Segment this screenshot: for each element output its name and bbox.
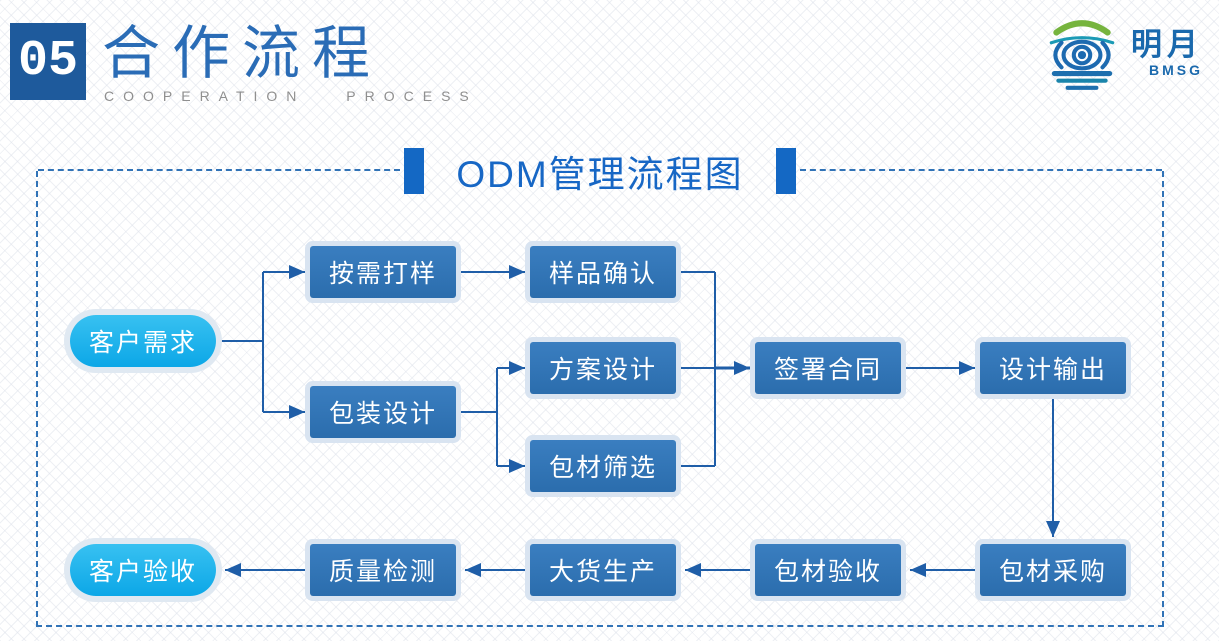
- frame-top-border-left: [38, 169, 400, 171]
- flow-node-sign-contract: 签署合同: [755, 342, 901, 394]
- section-number: 05: [17, 33, 78, 90]
- flow-node-material-acceptance: 包材验收: [755, 544, 901, 596]
- title-right-bar: [775, 148, 796, 194]
- flow-node-quality-inspection: 质量检测: [310, 544, 456, 596]
- logo-company-name: 明月: [1131, 27, 1203, 62]
- flow-diagram-frame: ODM管理流程图: [36, 148, 1164, 627]
- flow-node-design-output: 设计输出: [980, 342, 1126, 394]
- section-number-box: 05: [10, 23, 86, 100]
- logo-text: 明月 BMSG: [1131, 29, 1203, 77]
- flow-node-customer-acceptance: 客户验收: [70, 544, 216, 596]
- logo-emblem-icon: [1049, 20, 1115, 90]
- diagram-title: ODM管理流程图: [38, 144, 1162, 198]
- flow-node-material-screening: 包材筛选: [530, 440, 676, 492]
- company-logo: 明月 BMSG: [1041, 12, 1203, 94]
- page-title: 合作流程: [102, 21, 383, 86]
- flow-node-package-design: 包装设计: [310, 386, 456, 438]
- page-subtitle: COOPERATION PROCESS: [104, 88, 478, 104]
- flow-node-customer-demand: 客户需求: [70, 315, 216, 367]
- flow-node-material-purchase: 包材采购: [980, 544, 1126, 596]
- flow-node-mass-production: 大货生产: [530, 544, 676, 596]
- diagram-title-text: ODM管理流程图: [456, 154, 744, 195]
- flow-node-scheme-design: 方案设计: [530, 342, 676, 394]
- flow-node-sample-confirm: 样品确认: [530, 246, 676, 298]
- flow-node-sample-on-demand: 按需打样: [310, 246, 456, 298]
- title-left-bar: [404, 148, 425, 194]
- logo-company-abbr: BMSG: [1149, 62, 1203, 78]
- frame-top-border-right: [800, 169, 1162, 171]
